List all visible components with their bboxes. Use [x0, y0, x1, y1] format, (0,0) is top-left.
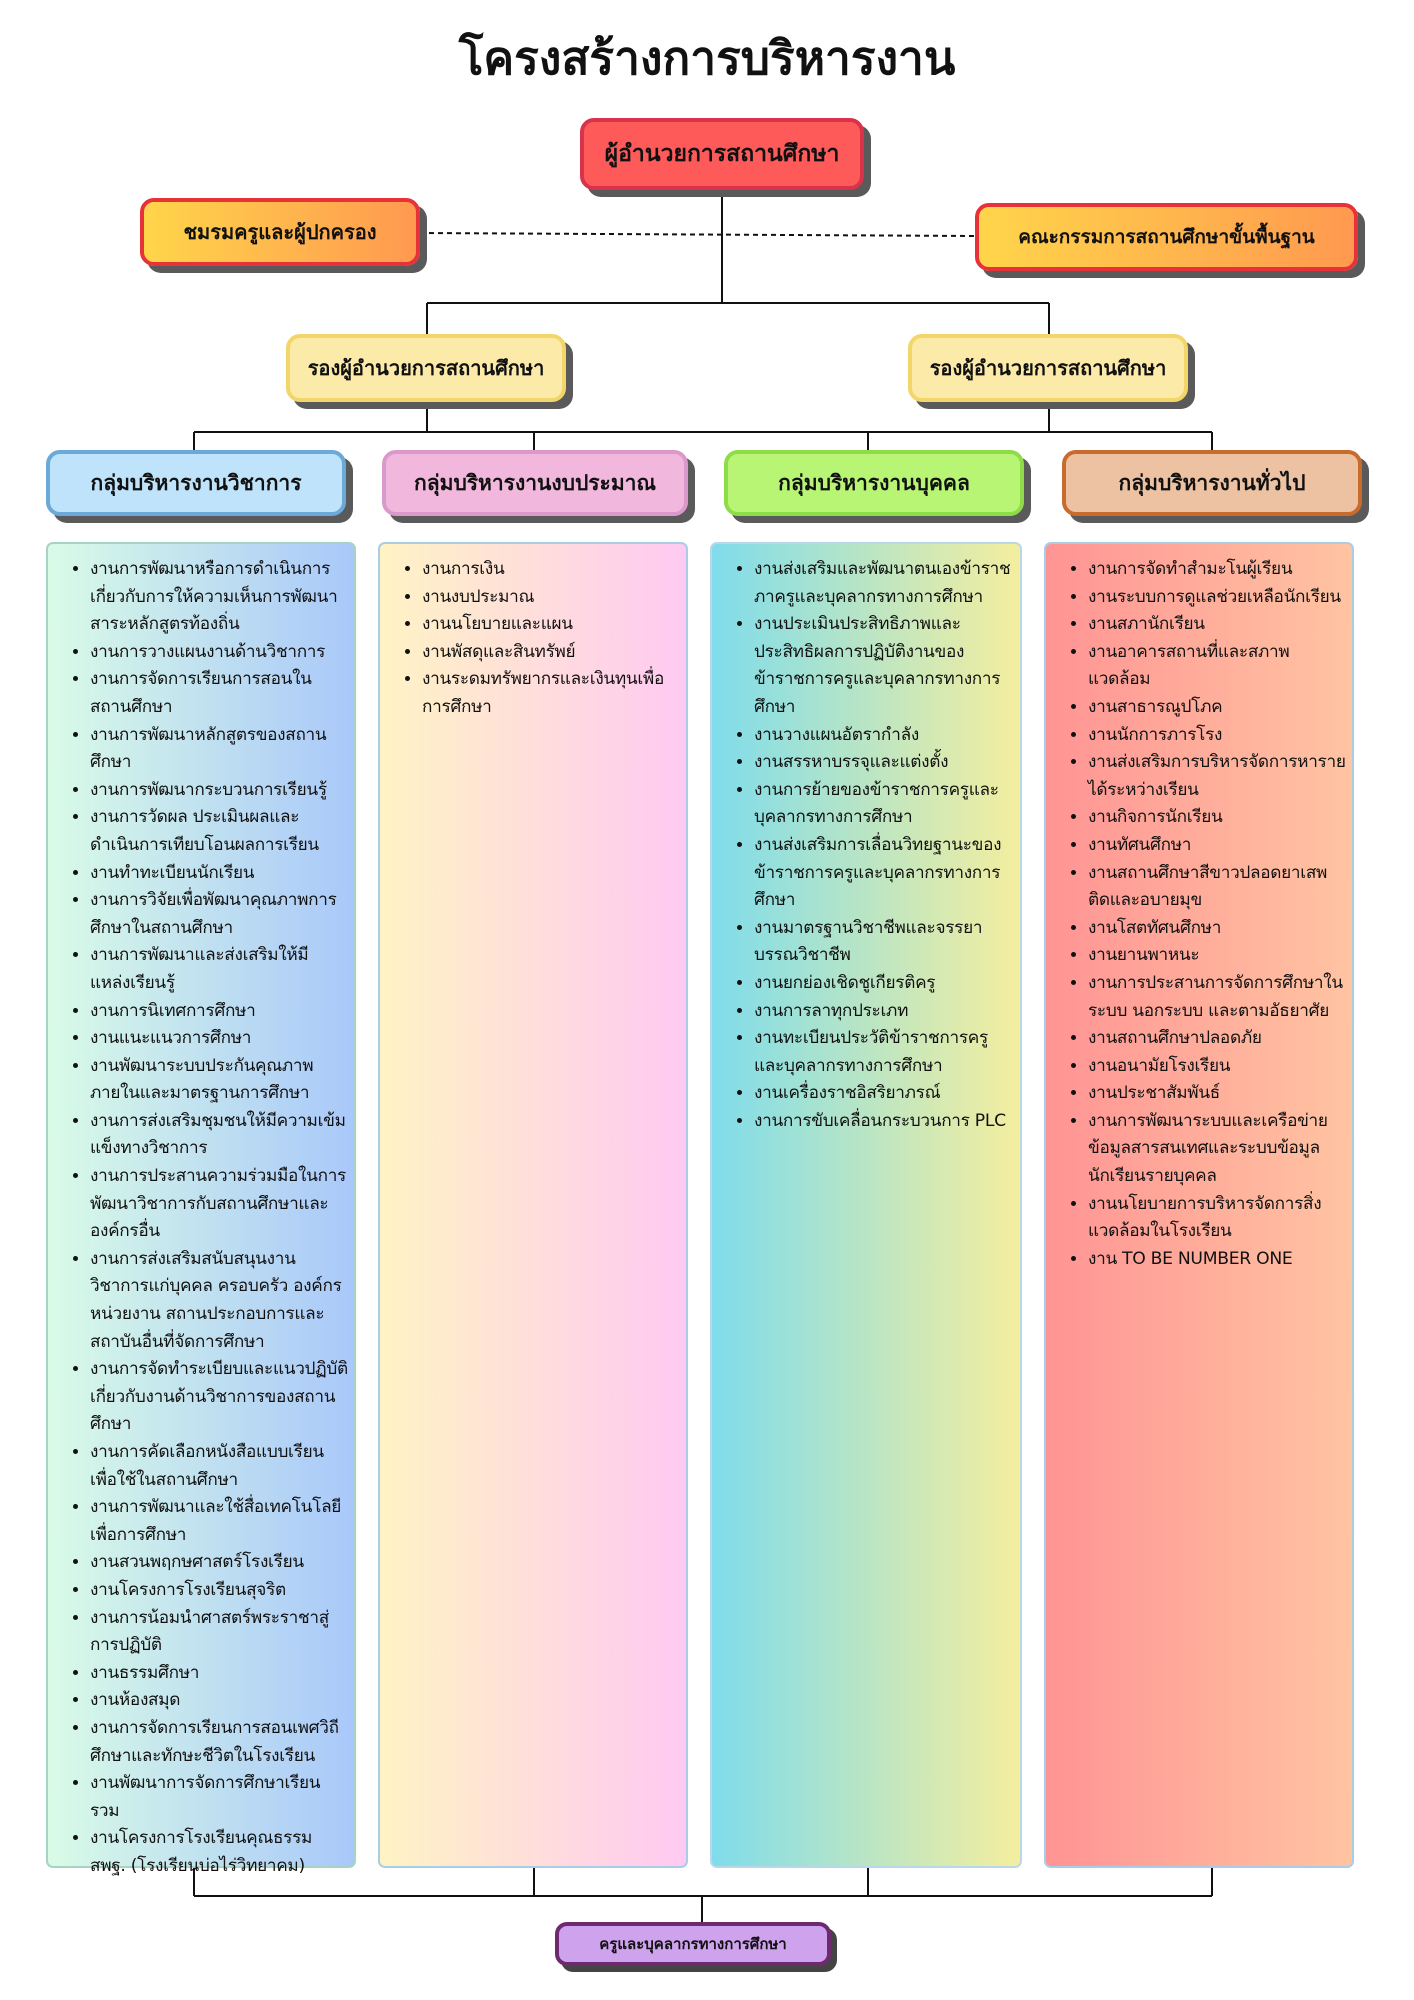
task-item: งานสรรหาบรรจุและแต่งตั้ง [754, 749, 1014, 777]
personnel-task-list: งานส่งเสริมและพัฒนาตนเองข้าราชภาครูและบุ… [720, 556, 1014, 1135]
task-item: งานยานพาหนะ [1088, 942, 1346, 970]
panel-academic: งานการพัฒนาหรือการดำเนินการเกี่ยวกับการใ… [46, 542, 356, 1876]
task-item: งานแนะแนวการศึกษา [90, 1025, 348, 1053]
task-item: งานการส่งเสริมสนับสนุนงานวิชาการแก่บุคคล… [90, 1246, 348, 1356]
task-item: งานการลาทุกประเภท [754, 998, 1014, 1026]
parent-teacher-club-box: ชมรมครูและผู้ปกครอง [140, 198, 420, 266]
task-item: งานการพัฒนาและส่งเสริมให้มีแหล่งเรียนรู้ [90, 942, 348, 997]
task-item: งานการพัฒนาหรือการดำเนินการเกี่ยวกับการใ… [90, 556, 348, 639]
task-item: งานส่งเสริมการเลื่อนวิทยฐานะของข้าราชการ… [754, 832, 1014, 915]
task-item: งานทัศนศึกษา [1088, 832, 1346, 860]
task-item: งานสถานศึกษาสีขาวปลอดยาเสพติดและอบายมุข [1088, 860, 1346, 915]
page-title: โครงสร้างการบริหารงาน [458, 31, 956, 85]
deputy-director-left-box: รองผู้อำนวยการสถานศึกษา [286, 334, 566, 402]
group-general-header: กลุ่มบริหารงานทั่วไป [1062, 450, 1362, 516]
task-item: งานนโยบายการบริหารจัดการสิ่งแวดล้อมในโรง… [1088, 1191, 1346, 1246]
task-item: งานอนามัยโรงเรียน [1088, 1053, 1346, 1081]
task-item: งานการจัดการเรียนการสอนในสถานศึกษา [90, 666, 348, 721]
task-item: งานการเงิน [422, 556, 680, 584]
task-item: งานสาธารณูปโภค [1088, 694, 1346, 722]
group-personnel-header: กลุ่มบริหารงานบุคคล [724, 450, 1024, 516]
task-item: งานโครงการโรงเรียนคุณธรรม สพฐ. (โรงเรียน… [90, 1825, 348, 1880]
task-item: งานการวัดผล ประเมินผลและดำเนินการเทียบโอ… [90, 804, 348, 859]
task-item: งานส่งเสริมและพัฒนาตนเองข้าราชภาครูและบุ… [754, 556, 1014, 611]
task-item: งานพัฒนาการจัดการศึกษาเรียนรวม [90, 1770, 348, 1825]
task-item: งานสถานศึกษาปลอดภัย [1088, 1025, 1346, 1053]
budget-task-list: งานการเงินงานงบประมาณงานนโยบายและแผนงานพ… [388, 556, 680, 722]
task-item: งานการวางแผนงานด้านวิชาการ [90, 639, 348, 667]
deputy-director-right-box: รองผู้อำนวยการสถานศึกษา [908, 334, 1188, 402]
task-item: งานนักการภารโรง [1088, 722, 1346, 750]
panel-budget: งานการเงินงานงบประมาณงานนโยบายและแผนงานพ… [378, 542, 688, 1868]
task-item: งานการคัดเลือกหนังสือแบบเรียนเพื่อใช้ในส… [90, 1439, 348, 1494]
task-item: งานการจัดทำระเบียบและแนวปฏิบัติเกี่ยวกับ… [90, 1356, 348, 1439]
task-item: งานระบบการดูแลช่วยเหลือนักเรียน [1088, 584, 1346, 612]
task-item: งานพัสดุและสินทรัพย์ [422, 639, 680, 667]
school-committee-box: คณะกรรมการสถานศึกษาขั้นพื้นฐาน [975, 203, 1358, 271]
task-item: งานการนิเทศการศึกษา [90, 998, 348, 1026]
director-box: ผู้อำนวยการสถานศึกษา [580, 118, 864, 190]
group-academic-header: กลุ่มบริหารงานวิชาการ [46, 450, 346, 516]
group-budget-header: กลุ่มบริหารงานงบประมาณ [382, 450, 688, 516]
task-item: งานประชาสัมพันธ์ [1088, 1080, 1346, 1108]
task-item: งานห้องสมุด [90, 1687, 348, 1715]
task-item: งานทะเบียนประวัติข้าราชการครูและบุคลากรท… [754, 1025, 1014, 1080]
task-item: งานการจัดทำสำมะโนผู้เรียน [1088, 556, 1346, 584]
task-item: งานการพัฒนาระบบและเครือข่ายข้อมูลสารสนเท… [1088, 1108, 1346, 1191]
task-item: งานงบประมาณ [422, 584, 680, 612]
task-item: งานการพัฒนาหลักสูตรของสถานศึกษา [90, 722, 348, 777]
task-item: งานอาคารสถานที่และสภาพแวดล้อม [1088, 639, 1346, 694]
task-item: งานการส่งเสริมชุมชนให้มีความเข้มแข็งทางว… [90, 1108, 348, 1163]
task-item: งาน TO BE NUMBER ONE [1088, 1246, 1346, 1274]
task-item: งานโสตทัศนศึกษา [1088, 915, 1346, 943]
task-item: งานกิจการนักเรียน [1088, 804, 1346, 832]
connector-advisory-dashed [419, 232, 976, 237]
task-item: งานระดมทรัพยากรและเงินทุนเพื่อการศึกษา [422, 666, 680, 721]
task-item: งานพัฒนาระบบประกันคุณภาพภายในและมาตรฐานก… [90, 1053, 348, 1108]
general-task-list: งานการจัดทำสำมะโนผู้เรียนงานระบบการดูแลช… [1054, 556, 1346, 1273]
task-item: งานวางแผนอัตรากำลัง [754, 722, 1014, 750]
task-item: งานธรรมศึกษา [90, 1660, 348, 1688]
panel-general: งานการจัดทำสำมะโนผู้เรียนงานระบบการดูแลช… [1044, 542, 1354, 1868]
staff-box: ครูและบุคลากรทางการศึกษา [555, 1922, 831, 1966]
task-item: งานยกย่องเชิดชูเกียรติครู [754, 970, 1014, 998]
task-item: งานสภานักเรียน [1088, 611, 1346, 639]
task-item: งานการขับเคลื่อนกระบวนการ PLC [754, 1108, 1014, 1136]
task-item: งานการประสานความร่วมมือในการพัฒนาวิชาการ… [90, 1163, 348, 1246]
task-item: งานทำทะเบียนนักเรียน [90, 860, 348, 888]
task-item: งานการวิจัยเพื่อพัฒนาคุณภาพการศึกษาในสถา… [90, 887, 348, 942]
task-item: งานมาตรฐานวิชาชีพและจรรยาบรรณวิชาชีพ [754, 915, 1014, 970]
academic-task-list: งานการพัฒนาหรือการดำเนินการเกี่ยวกับการใ… [56, 556, 348, 1881]
task-item: งานการพัฒนากระบวนการเรียนรู้ [90, 777, 348, 805]
task-item: งานประเมินประสิทธิภาพและประสิทธิผลการปฏิ… [754, 611, 1014, 721]
task-item: งานส่งเสริมการบริหารจัดการหารายได้ระหว่า… [1088, 749, 1346, 804]
task-item: งานการน้อมนำศาสตร์พระราชาสู่การปฏิบัติ [90, 1605, 348, 1660]
task-item: งานการย้ายของข้าราชการครูและบุคลากรทางกา… [754, 777, 1014, 832]
task-item: งานนโยบายและแผน [422, 611, 680, 639]
task-item: งานการประสานการจัดการศึกษาในระบบ นอกระบบ… [1088, 970, 1346, 1025]
task-item: งานการจัดการเรียนการสอนเพศวิถีศึกษาและทั… [90, 1715, 348, 1770]
task-item: งานสวนพฤกษศาสตร์โรงเรียน [90, 1549, 348, 1577]
task-item: งานเครื่องราชอิสริยาภรณ์ [754, 1080, 1014, 1108]
task-item: งานการพัฒนาและใช้สื่อเทคโนโลยีเพื่อการศึ… [90, 1494, 348, 1549]
panel-personnel: งานส่งเสริมและพัฒนาตนเองข้าราชภาครูและบุ… [710, 542, 1022, 1868]
task-item: งานโครงการโรงเรียนสุจริต [90, 1577, 348, 1605]
